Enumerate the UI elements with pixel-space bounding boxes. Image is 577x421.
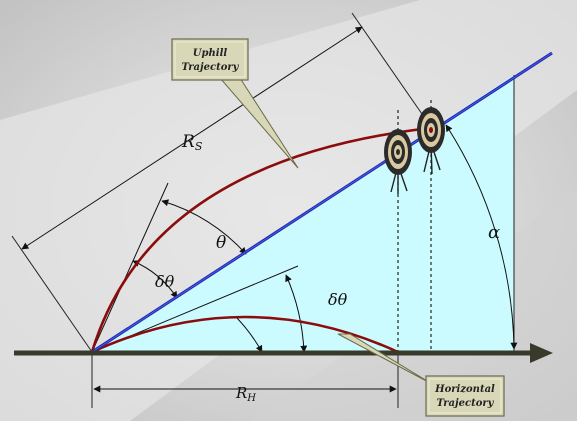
horizontal-callout: Horizontal Trajectory (337, 333, 505, 417)
target-uphill (417, 107, 445, 175)
horizontal-callout-line2: Trajectory (437, 398, 495, 409)
delta-theta-upper-label: δθ (155, 272, 175, 291)
rs-extension-left (11, 235, 93, 353)
delta-theta-lower-arc (285, 274, 308, 353)
rh-label: RH (235, 384, 256, 404)
rs-label: RS (181, 132, 203, 153)
target-horizontal (384, 129, 412, 194)
ground-arrowhead (530, 343, 553, 363)
slope-line-highlight (91, 52, 553, 353)
theta-label: θ (216, 233, 226, 253)
uphill-launch-line (91, 182, 169, 353)
horizontal-trajectory (91, 315, 399, 354)
uphill-callout: Uphill Trajectory (171, 38, 299, 169)
delta-theta-lower-label: δθ (328, 290, 348, 309)
theta-arc (161, 199, 247, 255)
uphill-trajectory (90, 126, 432, 353)
alpha-arc (445, 124, 518, 350)
rs-extension-right (351, 12, 432, 128)
uphill-callout-line1: Uphill (193, 48, 228, 59)
horizontal-callout-line1: Horizontal (434, 384, 495, 395)
rs-dimension-line (21, 26, 363, 250)
uphill-callout-line2: Trajectory (182, 62, 240, 73)
alpha-label: α (488, 222, 500, 243)
